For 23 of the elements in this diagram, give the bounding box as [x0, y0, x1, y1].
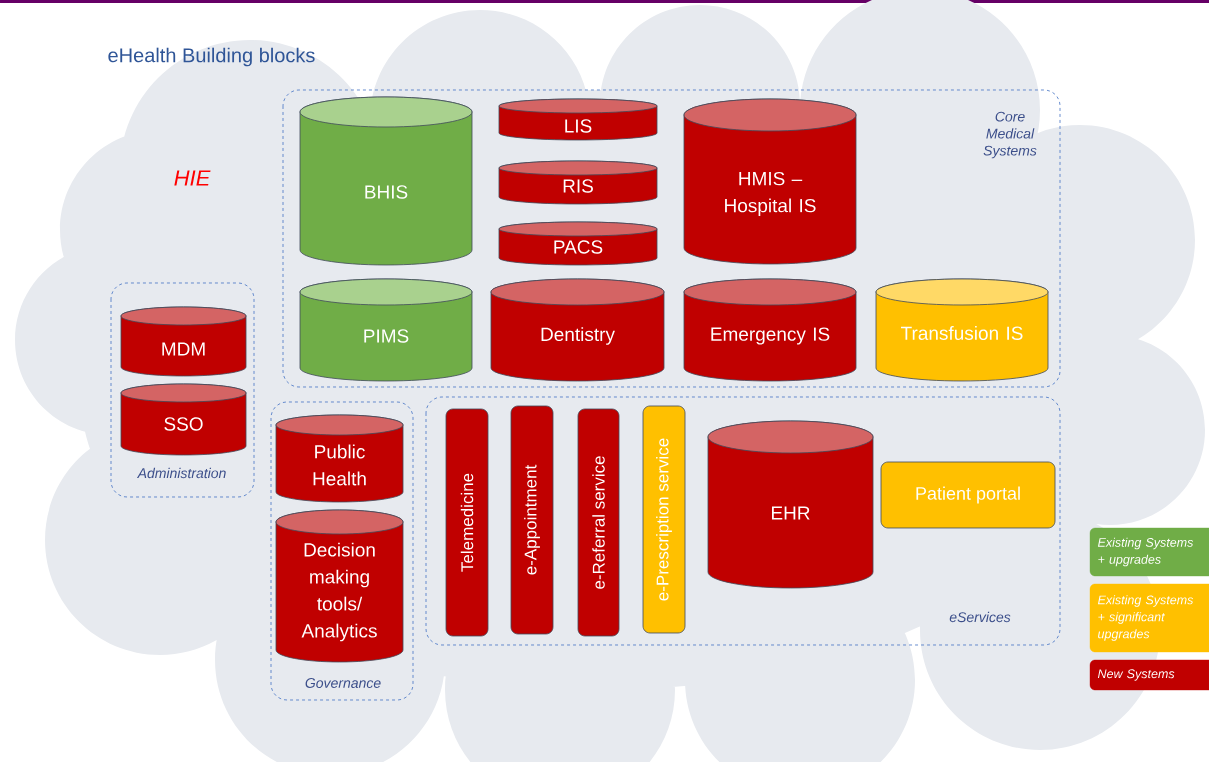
cylinder: PACS — [498, 221, 658, 266]
cylinder: PIMS — [299, 278, 473, 382]
legend-item: Existing Systems + upgrades — [1089, 527, 1209, 577]
service-bar: e-Appointment — [510, 405, 554, 635]
cylinder: RIS — [498, 160, 658, 205]
portal-box: Patient portal — [880, 461, 1056, 529]
cylinder: Emergency IS — [683, 278, 857, 382]
cylinder: Public Health — [275, 414, 404, 503]
cylinder: LIS — [498, 98, 658, 141]
service-bar: e-Referral service — [577, 408, 620, 637]
cylinder: EHR — [707, 420, 874, 589]
cylinder: BHIS — [299, 96, 473, 266]
title: eHealth Building blocks — [108, 47, 315, 67]
cylinder: Transfusion IS — [875, 278, 1049, 382]
legend-item: Existing Systems + significant upgrades — [1089, 583, 1209, 653]
cylinder: SSO — [120, 383, 247, 456]
cylinder: MDM — [120, 306, 247, 377]
cylinder: Decision making tools/ Analytics — [275, 509, 404, 663]
cylinder: Dentistry — [490, 278, 665, 382]
cylinder: HMIS – Hospital IS — [683, 98, 857, 265]
legend-item: New Systems — [1089, 659, 1209, 691]
service-bar: e-Prescription service — [642, 405, 686, 634]
service-bar: Telemedicine — [445, 408, 489, 637]
